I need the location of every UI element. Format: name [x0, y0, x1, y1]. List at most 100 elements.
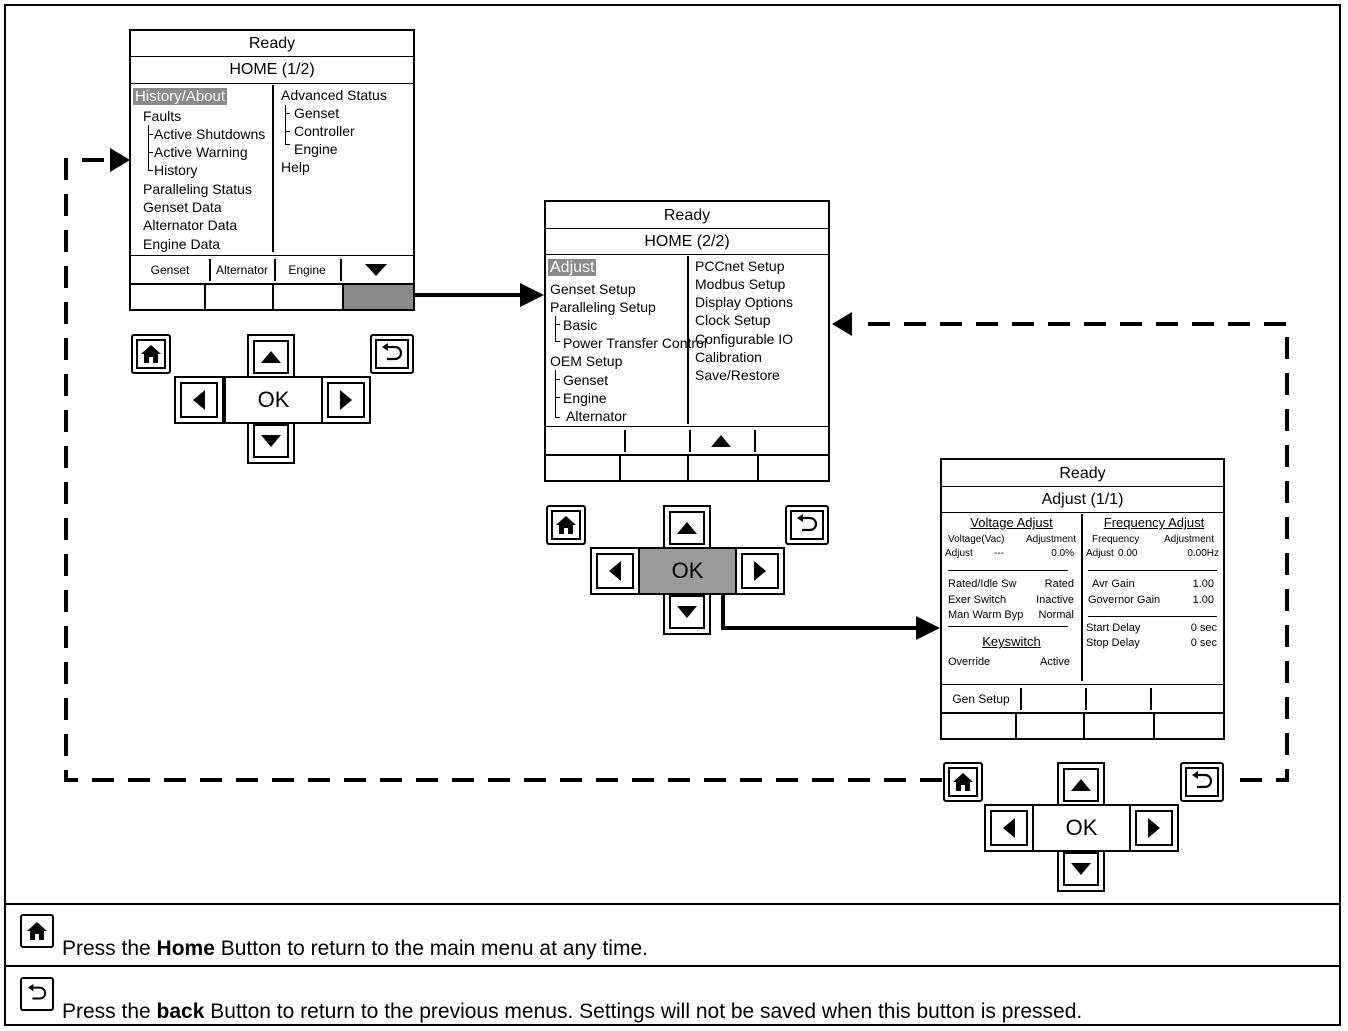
man-warm-byp-value[interactable]: Normal	[1038, 609, 1074, 621]
menu-item-paralleling-status[interactable]: Paralleling Status	[143, 181, 252, 197]
screen-title: HOME (2/2)	[644, 233, 730, 250]
arrow-up-icon	[261, 351, 281, 363]
governor-gain-value[interactable]: 1.00	[1192, 594, 1214, 606]
solid-arrowhead-1	[520, 283, 544, 307]
voltage-adjust-row-label: Adjust	[945, 548, 973, 559]
menu-item-engine-data[interactable]: Engine Data	[143, 236, 221, 252]
footer-home-text: Press the Home Button to return to the m…	[62, 937, 648, 960]
left-button[interactable]	[984, 804, 1034, 852]
status-label: Ready	[248, 35, 296, 52]
menu-item-faults[interactable]: Faults	[143, 108, 182, 124]
rated-idle-value[interactable]: Rated	[1044, 578, 1074, 590]
arrow-right-icon	[754, 561, 766, 581]
voltage-adjust-heading: Voltage Adjust	[970, 515, 1053, 530]
menu-item-oem-engine[interactable]: Engine	[563, 390, 607, 406]
footer-back-text: Press the back Button to return to the p…	[62, 1000, 1083, 1023]
start-delay-value[interactable]: 0 sec	[1190, 622, 1217, 634]
menu-item-genset-setup[interactable]: Genset Setup	[550, 281, 636, 297]
up-button[interactable]	[663, 505, 711, 551]
menu-item-clock-setup[interactable]: Clock Setup	[695, 312, 771, 328]
footer-home-button	[20, 914, 54, 948]
stop-delay-label: Stop Delay	[1086, 637, 1140, 649]
menu-item-genset-data[interactable]: Genset Data	[143, 199, 222, 215]
voltage-adjustment-value[interactable]: 0.0%	[1051, 548, 1074, 559]
arrow-left-icon	[193, 390, 205, 410]
override-value[interactable]: Active	[1040, 656, 1070, 668]
menu-item-adv-controller[interactable]: Controller	[294, 123, 355, 139]
down-button[interactable]	[663, 589, 711, 635]
menu-item-oem-setup[interactable]: OEM Setup	[550, 353, 623, 369]
menu-item-configurable-io[interactable]: Configurable IO	[695, 331, 794, 347]
footer-back-button	[20, 977, 54, 1011]
up-button[interactable]	[1057, 762, 1105, 808]
menu-item-adjust[interactable]: Adjust	[548, 259, 597, 276]
frequency-adjustment-value[interactable]: 0.00Hz	[1187, 548, 1219, 559]
menu-item-oem-genset[interactable]: Genset	[563, 372, 609, 388]
menu-item-pccnet-setup[interactable]: PCCnet Setup	[695, 258, 785, 274]
back-icon	[1192, 771, 1213, 789]
menu-item-active-warning[interactable]: Active Warning	[154, 144, 248, 160]
home-icon	[556, 516, 576, 534]
menu-item-display-options[interactable]: Display Options	[695, 294, 794, 310]
menu-item-oem-alternator[interactable]: Alternator	[566, 408, 627, 424]
menu-item-calibration[interactable]: Calibration	[695, 349, 762, 365]
menu-item-active-shutdowns[interactable]: Active Shutdowns	[154, 126, 266, 142]
left-button[interactable]	[590, 547, 640, 595]
frequency-adjust-heading: Frequency Adjust	[1103, 515, 1205, 530]
voltage-value: ---	[994, 548, 1004, 559]
home-button[interactable]	[943, 762, 983, 802]
arrow-up-icon	[1071, 779, 1091, 791]
home-button[interactable]	[131, 334, 171, 374]
menu-item-alternator-data[interactable]: Alternator Data	[143, 217, 238, 233]
menu-item-help[interactable]: Help	[281, 159, 310, 175]
home-icon	[141, 345, 161, 363]
menu-item-adv-genset[interactable]: Genset	[294, 105, 340, 121]
avr-gain-value[interactable]: 1.00	[1192, 578, 1214, 590]
home-screen-2: Ready HOME (2/2) Adjust Genset Setup Par…	[544, 200, 830, 482]
menu-item-adv-engine[interactable]: Engine	[294, 141, 338, 157]
softkey-alternator[interactable]: Alternator	[215, 263, 269, 277]
arrow-left-icon	[1003, 818, 1015, 838]
home-button[interactable]	[546, 505, 586, 545]
stop-delay-value[interactable]: 0 sec	[1190, 637, 1217, 649]
solid-arrow-line-2	[721, 593, 918, 630]
menu-item-modbus-setup[interactable]: Modbus Setup	[695, 276, 786, 292]
man-warm-byp-label: Man Warm Byp	[948, 609, 1024, 621]
ok-button[interactable]: OK	[224, 376, 323, 424]
menu-item-paralleling-setup[interactable]: Paralleling Setup	[550, 299, 656, 315]
status-label: Ready	[663, 207, 711, 224]
back-button[interactable]	[370, 334, 414, 374]
menu-item-history-about[interactable]: History/About	[133, 88, 228, 105]
back-button[interactable]	[785, 505, 829, 545]
dashed-arrowhead-left	[110, 148, 130, 172]
frequency-adjust-row-label: Adjust	[1086, 548, 1114, 559]
ok-button-pressed[interactable]: OK	[638, 547, 737, 595]
down-button[interactable]	[247, 418, 295, 464]
footer-divider-2	[4, 965, 1341, 967]
up-button[interactable]	[247, 334, 295, 380]
back-button[interactable]	[1180, 762, 1224, 802]
left-button[interactable]	[174, 376, 224, 424]
menu-item-save-restore[interactable]: Save/Restore	[695, 367, 780, 383]
exer-switch-value[interactable]: Inactive	[1036, 594, 1074, 606]
softkey-engine[interactable]: Engine	[288, 263, 326, 277]
down-button[interactable]	[1057, 846, 1105, 892]
softkey-gen-setup[interactable]: Gen Setup	[952, 692, 1010, 706]
menu-item-history[interactable]: History	[154, 162, 198, 178]
right-button[interactable]	[735, 547, 785, 595]
softkey-genset[interactable]: Genset	[150, 263, 190, 277]
home-icon	[27, 922, 47, 940]
right-button[interactable]	[1129, 804, 1179, 852]
menu-item-basic[interactable]: Basic	[563, 317, 598, 333]
override-label: Override	[948, 656, 991, 668]
dashed-arrowhead-right	[832, 312, 852, 336]
right-button[interactable]	[321, 376, 371, 424]
back-icon	[382, 343, 403, 361]
menu-item-advanced-status[interactable]: Advanced Status	[281, 87, 387, 103]
screen-title: HOME (1/2)	[229, 61, 315, 78]
ok-button[interactable]: OK	[1032, 804, 1131, 852]
diagram-frame	[4, 4, 1341, 1026]
menu-item-power-transfer-control[interactable]: Power Transfer Control	[563, 335, 707, 351]
softkey-4-pressed[interactable]	[344, 285, 413, 309]
